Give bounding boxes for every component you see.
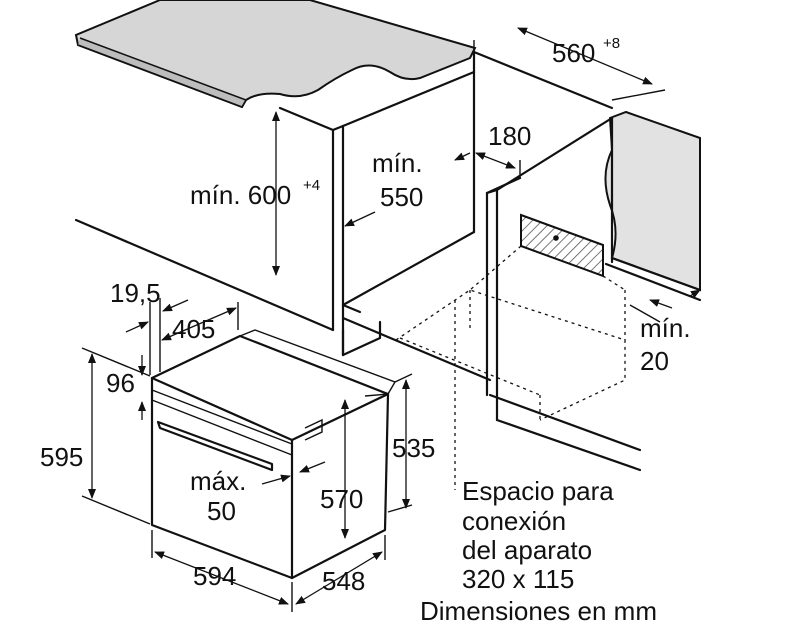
units-caption: Dimensiones en mm xyxy=(420,596,657,626)
label-96: 96 xyxy=(106,368,135,398)
connection-box xyxy=(520,213,604,278)
label-570: 570 xyxy=(320,484,363,514)
label-560: 560 xyxy=(552,38,595,68)
label-600-tolerance: +4 xyxy=(303,177,320,194)
label-min-550-a: mín. xyxy=(372,148,423,178)
connection-line-4: 320 x 115 xyxy=(462,564,574,594)
connection-line-1: Espacio para xyxy=(462,476,614,506)
connection-line-3: del aparato xyxy=(462,535,592,565)
countertop xyxy=(74,0,477,109)
label-max-50-a: máx. xyxy=(190,466,246,496)
dimension-lines xyxy=(81,27,701,612)
oven xyxy=(150,329,397,580)
connection-line-2: conexión xyxy=(462,506,566,536)
side-cabinet-right xyxy=(604,110,702,302)
cabinet xyxy=(74,50,642,472)
label-min-20-b: 20 xyxy=(640,346,669,376)
label-180: 180 xyxy=(488,121,531,151)
label-405: 405 xyxy=(172,314,215,344)
label-19-5: 19,5 xyxy=(110,278,161,308)
label-535: 535 xyxy=(392,433,435,463)
label-min-550-b: 550 xyxy=(380,182,423,212)
connection-space-dashed xyxy=(395,245,626,490)
label-594: 594 xyxy=(193,561,236,591)
label-min-600: mín. 600 xyxy=(190,180,291,210)
connection-caption: Espacio para conexión del aparato 320 x … xyxy=(420,476,657,626)
label-max-50-b: 50 xyxy=(207,496,236,526)
label-min-20-a: mín. xyxy=(640,313,691,343)
label-560-tolerance: +8 xyxy=(603,35,620,52)
label-595: 595 xyxy=(40,442,83,472)
label-548: 548 xyxy=(322,566,365,596)
dimension-labels: 560 +8 180 mín. 600 +4 mín. 550 mín. 20 … xyxy=(40,35,691,596)
